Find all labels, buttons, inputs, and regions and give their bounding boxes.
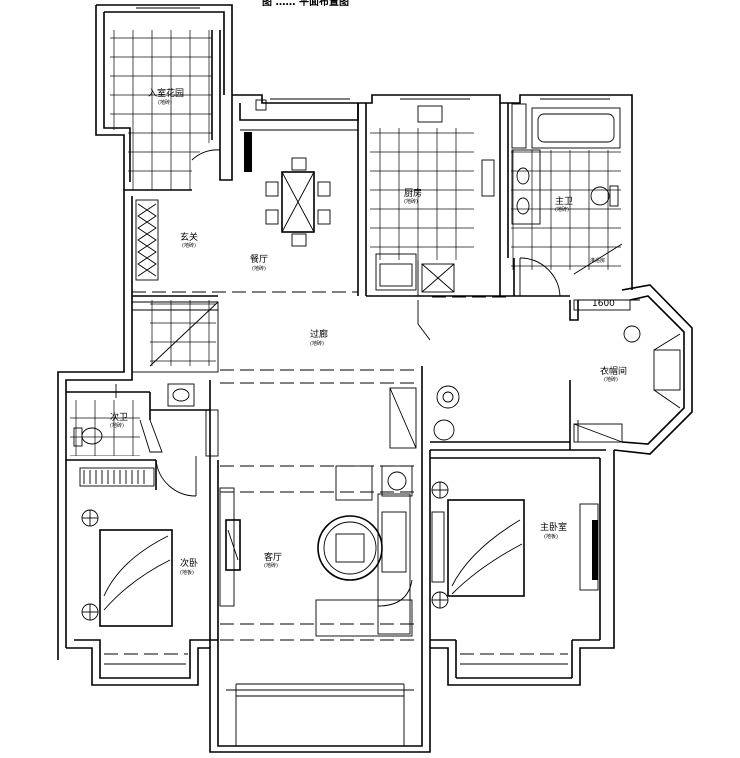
- label-bath2: 次卫: [110, 411, 128, 423]
- master-bed: [447, 499, 525, 597]
- fridge: [375, 253, 417, 291]
- corridor-cabinet: [389, 387, 417, 449]
- bed2-bed: [99, 529, 173, 627]
- dining-table: [244, 99, 331, 247]
- walls: [57, 4, 693, 753]
- plan-title: 图 …… 平面布置图: [262, 0, 349, 8]
- windows: [104, 7, 610, 691]
- kitchen-tiles: [370, 128, 474, 260]
- label-living: 客厅: [264, 551, 282, 563]
- label-foyer: 玄关: [180, 231, 198, 243]
- note-bath2: (地砖): [110, 422, 124, 429]
- note-kitchen: (地砖): [404, 198, 418, 205]
- stove: [481, 159, 495, 197]
- round-table: [433, 419, 455, 441]
- bathtub: [531, 107, 621, 149]
- furniture: [73, 99, 641, 637]
- stairs: [131, 301, 219, 373]
- note-corridor: (地砖): [310, 340, 324, 347]
- mainbath-toilet: [590, 186, 610, 206]
- garden-tiles: [110, 30, 212, 190]
- label-kitchen: 厨房: [404, 187, 422, 199]
- dimension-label: 1600: [592, 299, 615, 309]
- note-garden: (地砖): [158, 99, 172, 106]
- label-dining: 餐厅: [250, 253, 268, 265]
- label-bed2: 次卧: [180, 557, 198, 569]
- mainbath-vanity: [511, 149, 541, 225]
- shower-label: 淋浴房: [590, 257, 605, 264]
- note-foyer: (地砖): [182, 242, 196, 249]
- kitchen-sink: [417, 105, 443, 123]
- room-labels: 入室花园 (地砖) 玄关 (地砖) 餐厅 (地砖) 厨房 (地砖) 主卫 (地砖…: [110, 87, 627, 576]
- tv-cabinet: [219, 487, 235, 607]
- label-master: 主卧室: [540, 521, 567, 533]
- label-corridor: 过廊: [310, 328, 328, 340]
- note-bed2: (地板): [180, 569, 194, 576]
- note-mainbath: (地砖): [555, 206, 569, 213]
- stair-tiles: [150, 300, 216, 366]
- note-closet: (地砖): [604, 376, 618, 383]
- note-dining: (地砖): [252, 265, 266, 272]
- bed2-wardrobe: [79, 467, 155, 487]
- label-closet: 衣帽间: [600, 365, 627, 377]
- label-mainbath: 主卫: [555, 195, 573, 207]
- label-garden: 入室花园: [148, 87, 184, 99]
- plant: [436, 385, 460, 409]
- coffee-table: [317, 515, 383, 581]
- zone-lines: [104, 291, 568, 655]
- mainbath-tiles: [511, 150, 621, 270]
- bath2-sink: [167, 383, 195, 407]
- note-living: (地砖): [264, 562, 278, 569]
- note-master: (地板): [544, 533, 558, 540]
- sofa-set: [315, 465, 413, 637]
- shoe-cabinet: [135, 199, 159, 281]
